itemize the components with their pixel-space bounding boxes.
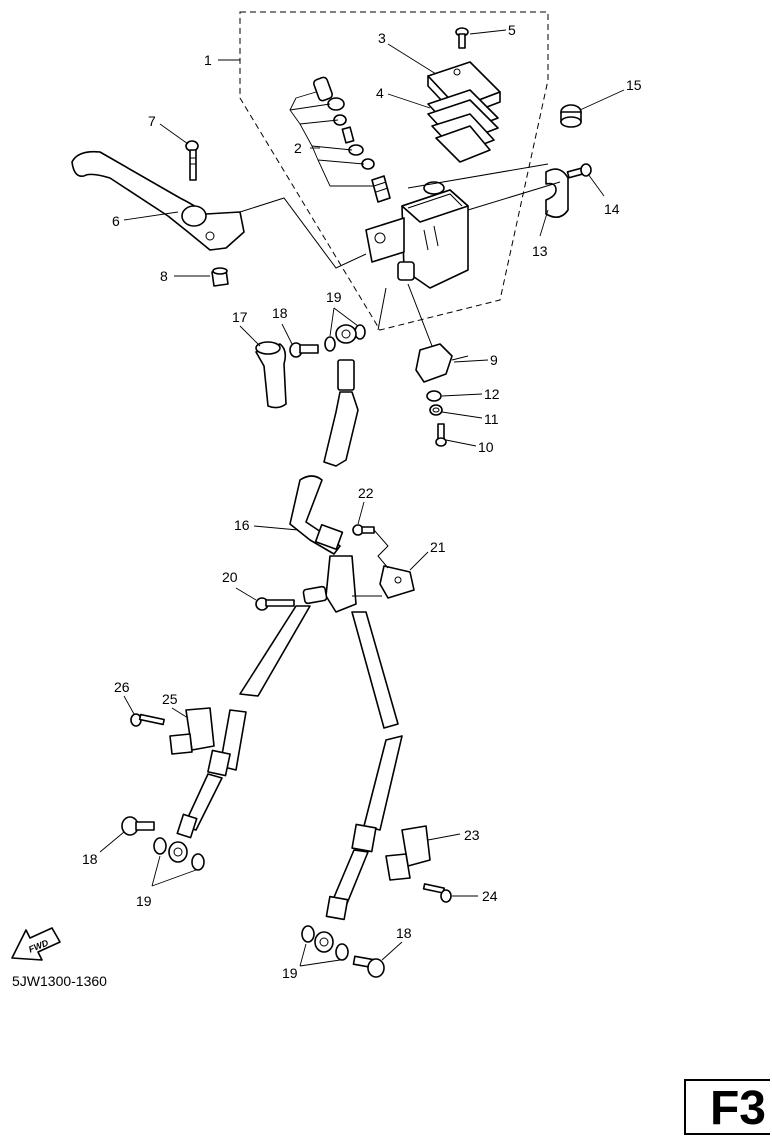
callout-11: 11	[484, 411, 499, 427]
screw-10	[435, 423, 447, 447]
master-cylinder-kit	[289, 76, 391, 203]
callout-19-top: 19	[326, 289, 342, 305]
washers-right	[301, 925, 349, 961]
brake-switch-9	[415, 343, 469, 383]
callout-18-left: 18	[82, 851, 98, 867]
callout-19-right: 19	[282, 965, 298, 981]
union-bolt-top	[289, 342, 319, 358]
bracket-21	[379, 565, 415, 599]
callout-labels: 1 2 3 4 5 6 7 8 9 10 11 12 13 14 15 16 1…	[82, 22, 642, 981]
bolt-7	[185, 140, 199, 181]
callout-13: 13	[532, 243, 548, 259]
bolt-14	[566, 163, 592, 179]
callout-5: 5	[508, 22, 516, 38]
union-bolt-right	[352, 955, 385, 978]
nut-8	[211, 267, 229, 287]
holder-13	[545, 168, 569, 218]
diaphragm	[427, 89, 499, 163]
bolt-24	[422, 883, 452, 903]
callout-22: 22	[358, 485, 374, 501]
callout-19-left: 19	[136, 893, 152, 909]
callout-15: 15	[626, 77, 642, 93]
screw-5	[455, 27, 469, 49]
callout-12: 12	[484, 386, 500, 402]
washers-left	[153, 837, 205, 871]
bolt-26	[130, 713, 165, 727]
union-bolt-left	[121, 816, 155, 836]
protector-17	[255, 341, 287, 409]
brake-hose-left	[168, 605, 311, 863]
hose-joint	[302, 555, 357, 613]
callout-2: 2	[294, 140, 302, 156]
brake-hose-right	[314, 611, 403, 953]
callout-20: 20	[222, 569, 238, 585]
master-cylinder-body	[365, 181, 469, 289]
callout-9: 9	[490, 352, 498, 368]
brake-lever	[71, 150, 245, 251]
bolt-22	[352, 524, 375, 536]
callout-24: 24	[482, 888, 498, 904]
callout-18-top: 18	[272, 305, 288, 321]
fwd-arrow-icon: FWD	[11, 927, 61, 961]
callout-1: 1	[204, 52, 212, 68]
callout-7: 7	[148, 113, 156, 129]
callout-14: 14	[604, 201, 620, 217]
callout-17: 17	[232, 309, 248, 325]
callout-25: 25	[162, 691, 178, 707]
washer-11	[429, 404, 443, 416]
callout-16: 16	[234, 517, 250, 533]
clamp-23	[385, 825, 431, 881]
callout-3: 3	[378, 30, 386, 46]
diagram-code: 5JW1300-1360	[12, 973, 107, 989]
callout-6: 6	[112, 213, 120, 229]
washer-12	[426, 390, 442, 402]
brake-hose-16	[289, 324, 359, 555]
callout-21: 21	[430, 539, 446, 555]
callout-26: 26	[114, 679, 130, 695]
page-tag-label: F3	[709, 1082, 766, 1135]
page-tag: F3	[684, 1079, 770, 1135]
assembly-1-boundary	[239, 11, 549, 331]
leader-lines	[99, 29, 625, 967]
clamp-25	[169, 707, 215, 755]
bolt-20	[255, 597, 295, 611]
callout-10: 10	[478, 439, 494, 455]
callout-23: 23	[464, 827, 480, 843]
dust-cap-15	[560, 104, 582, 128]
callout-4: 4	[376, 85, 384, 101]
callout-8: 8	[160, 268, 168, 284]
callout-18-right: 18	[396, 925, 412, 941]
